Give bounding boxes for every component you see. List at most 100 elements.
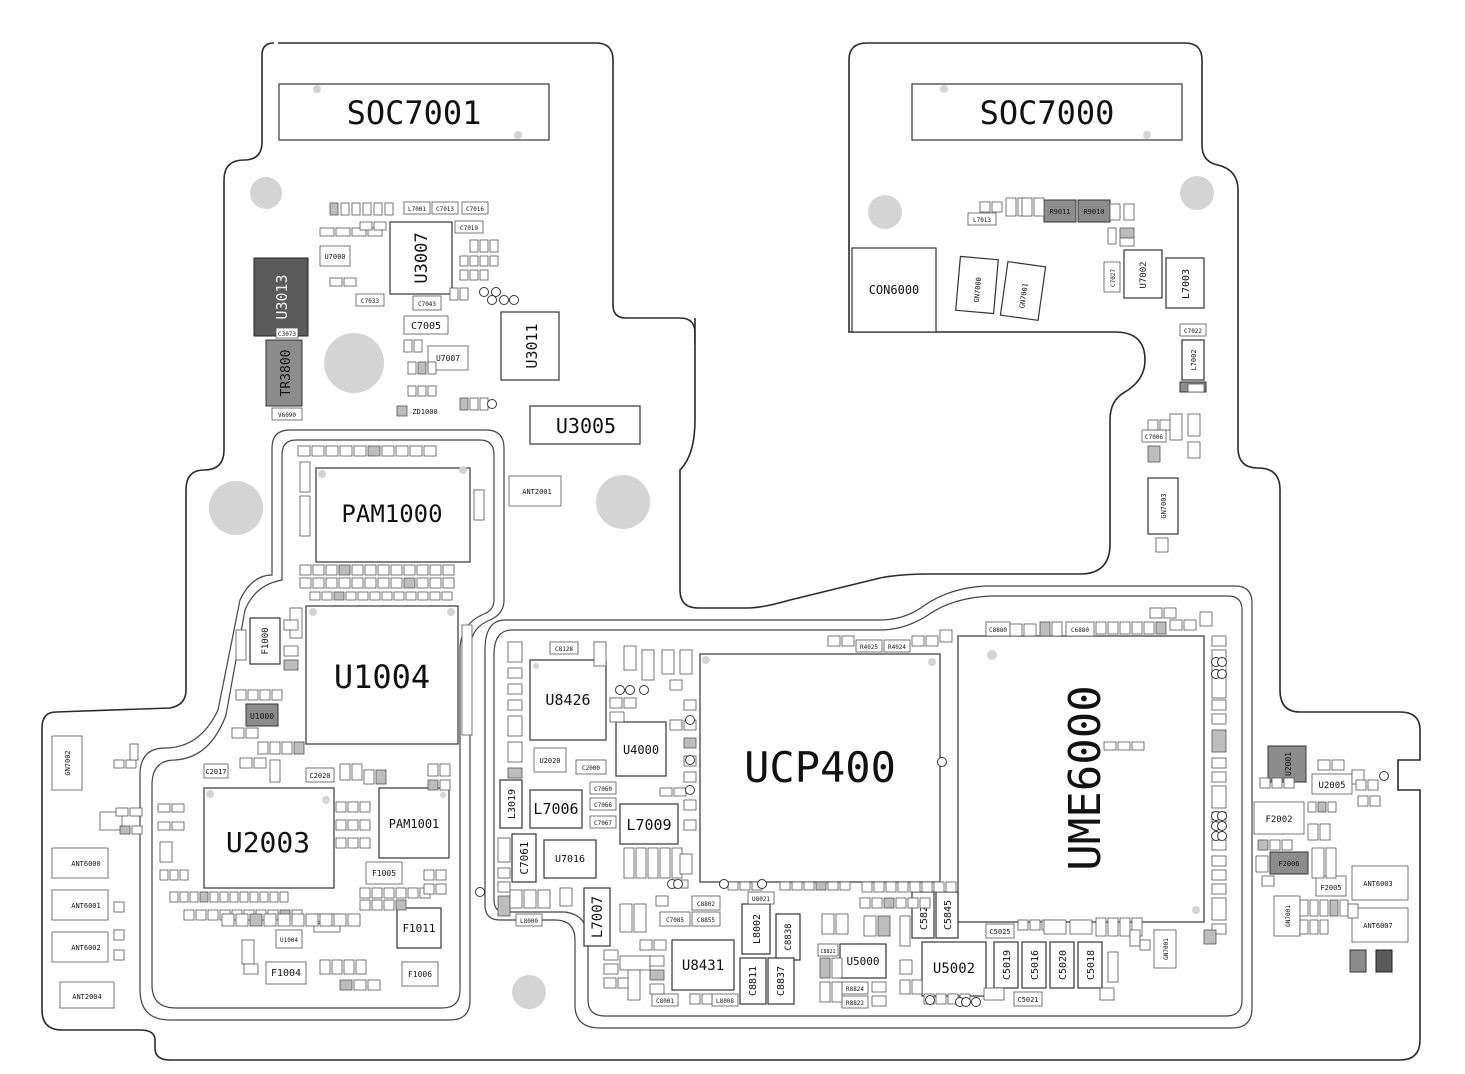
- u7000-chip[interactable]: [319, 245, 351, 267]
- soc7001-connector[interactable]: [278, 83, 550, 141]
- l7001-pad[interactable]: [403, 201, 431, 215]
- ant6007-connector[interactable]: [1351, 907, 1409, 943]
- l3019-pad[interactable]: [499, 779, 523, 829]
- ant6000-connector[interactable]: [51, 847, 109, 879]
- u7016-chip[interactable]: [543, 839, 597, 879]
- smd-pad: [603, 963, 619, 975]
- l7003-pad[interactable]: [1165, 257, 1205, 309]
- c5019-pad[interactable]: [993, 941, 1019, 989]
- c8837-pad[interactable]: [767, 957, 795, 1005]
- u2003-chip[interactable]: [203, 787, 335, 889]
- gn7003-chip[interactable]: [1147, 477, 1179, 535]
- c7027-pad[interactable]: [1103, 261, 1121, 293]
- v6090-pad[interactable]: [271, 407, 303, 421]
- gn7001c-chip[interactable]: [1153, 929, 1177, 969]
- c7013-pad[interactable]: [431, 201, 459, 215]
- ucp400-chip[interactable]: [699, 653, 941, 883]
- ant2001-connector[interactable]: [508, 475, 562, 507]
- pad-square[interactable]: [1349, 949, 1367, 973]
- c7033-pad[interactable]: [355, 293, 385, 307]
- gn7002-chip[interactable]: [51, 735, 83, 791]
- con6000-connector[interactable]: [851, 247, 937, 333]
- l7007-pad[interactable]: [583, 887, 611, 947]
- c5018-pad[interactable]: [1077, 941, 1103, 989]
- c7019-pad[interactable]: [454, 220, 484, 234]
- c5021-pad[interactable]: [1013, 991, 1043, 1007]
- pam1000-chip[interactable]: [315, 467, 471, 563]
- c2020-pad[interactable]: [305, 767, 335, 783]
- test-point-ring: [673, 879, 683, 889]
- ant6002-connector[interactable]: [51, 931, 109, 963]
- u8426-chip[interactable]: [529, 659, 607, 741]
- tr3800-chip[interactable]: [265, 339, 303, 407]
- u3013-chip[interactable]: [253, 257, 309, 337]
- u2020-chip[interactable]: [533, 747, 567, 773]
- f1000-pad[interactable]: [249, 617, 281, 665]
- c7067-pad[interactable]: [589, 815, 617, 829]
- u1000-chip[interactable]: [245, 703, 279, 727]
- u7002-chip[interactable]: [1123, 249, 1163, 299]
- u8021-chip[interactable]: [747, 891, 775, 905]
- c8821-pad[interactable]: [817, 943, 839, 957]
- c7016-pad[interactable]: [461, 201, 489, 215]
- c8001-pad[interactable]: [651, 993, 679, 1007]
- u1004-chip[interactable]: [305, 605, 459, 745]
- f1011-pad[interactable]: [396, 907, 442, 949]
- ant6001-connector[interactable]: [51, 889, 109, 921]
- ant6003-connector[interactable]: [1351, 865, 1409, 901]
- l7009-pad[interactable]: [619, 803, 679, 845]
- soc7000-connector[interactable]: [911, 83, 1183, 141]
- l8002-pad[interactable]: [741, 903, 771, 955]
- c8855-pad[interactable]: [691, 911, 721, 927]
- f1006-pad[interactable]: [401, 961, 439, 987]
- c8838-pad[interactable]: [775, 913, 801, 961]
- smd-pad: [497, 895, 511, 917]
- gn7001-chip-right[interactable]: [1273, 895, 1301, 937]
- u3005-chip[interactable]: [529, 405, 641, 445]
- zd1000-pad[interactable]: [396, 405, 408, 417]
- c5025-pad[interactable]: [985, 923, 1015, 939]
- gn7001-chip[interactable]: [999, 260, 1047, 322]
- gn7000-chip[interactable]: [955, 255, 999, 315]
- r4024-pad[interactable]: [883, 639, 911, 653]
- pin1-dot: [1143, 131, 1151, 139]
- c7066-pad[interactable]: [589, 797, 617, 811]
- c2017-pad[interactable]: [203, 763, 229, 779]
- f2002-pad[interactable]: [1253, 801, 1305, 835]
- c7061-label: C7061: [518, 841, 531, 874]
- u1004s-chip[interactable]: [275, 929, 303, 949]
- c5016-pad[interactable]: [1021, 941, 1047, 989]
- c7022-pad[interactable]: [1179, 323, 1207, 337]
- smd-pad: [1069, 919, 1093, 935]
- ant2004-connector[interactable]: [59, 981, 115, 1009]
- c6880-pad[interactable]: [1065, 621, 1095, 637]
- f2006-pad[interactable]: [1269, 851, 1309, 875]
- u7088-chip[interactable]: [619, 955, 651, 971]
- u8431-chip[interactable]: [671, 939, 735, 991]
- u3007-chip[interactable]: [389, 221, 453, 295]
- c2000-pad[interactable]: [575, 759, 607, 775]
- c5020-pad[interactable]: [1049, 941, 1075, 989]
- c7061-pad[interactable]: [511, 833, 537, 883]
- c7085-pad[interactable]: [659, 911, 691, 927]
- c7005-pad[interactable]: [403, 315, 449, 335]
- l7006-pad[interactable]: [529, 789, 583, 829]
- pad-square[interactable]: [1375, 949, 1393, 973]
- pam1001-chip[interactable]: [378, 787, 450, 859]
- l8000-pad[interactable]: [515, 913, 543, 927]
- ume6000-chip[interactable]: [957, 635, 1205, 923]
- c7043-pad[interactable]: [412, 295, 442, 311]
- u4000-chip[interactable]: [615, 721, 667, 777]
- c8802-pad[interactable]: [691, 895, 721, 911]
- l7002-pad[interactable]: [1181, 339, 1205, 381]
- f1005-pad[interactable]: [365, 861, 403, 885]
- l7013-pad[interactable]: [967, 212, 997, 226]
- r4025-pad[interactable]: [855, 639, 883, 653]
- c7060-pad[interactable]: [589, 781, 617, 795]
- c8811-pad[interactable]: [739, 957, 767, 1005]
- u3011-chip[interactable]: [500, 311, 560, 381]
- u5002-chip[interactable]: [921, 941, 987, 997]
- c3073-pad[interactable]: [275, 327, 299, 339]
- c8128-pad[interactable]: [549, 641, 579, 655]
- f1004-pad[interactable]: [265, 961, 307, 985]
